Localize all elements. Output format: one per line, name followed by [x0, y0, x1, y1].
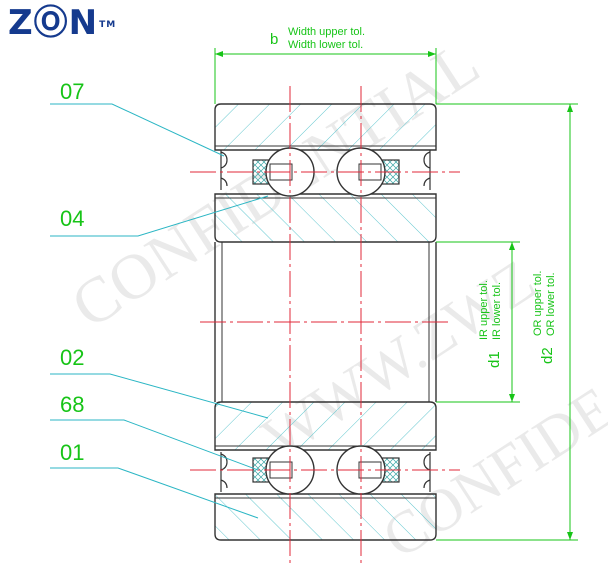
seals — [220, 150, 431, 492]
outer-ring-top — [214, 103, 437, 151]
part-label-68: 68 — [60, 392, 84, 417]
outer-ring-bottom — [214, 493, 437, 541]
leader-lines — [50, 103, 269, 519]
outer-diameter-dimension — [436, 103, 578, 541]
inner-lower-tol: IR lower tol. — [491, 282, 503, 340]
brand-logo: ZⓄNTM — [8, 4, 115, 42]
outer-lower-tol: OR lower tol. — [545, 272, 557, 336]
outer-diameter-symbol: d2 — [539, 347, 556, 364]
inner-ring-top — [214, 193, 437, 243]
inner-upper-tol: IR upper tol. — [478, 280, 490, 340]
centerlines — [190, 86, 460, 563]
inner-ring-bottom — [214, 401, 437, 451]
part-label-02: 02 — [60, 345, 84, 370]
outer-upper-tol: OR upper tol. — [532, 271, 544, 336]
width-lower-tol: Width lower tol. — [288, 39, 363, 51]
width-symbol: b — [270, 31, 278, 48]
inner-diameter-dimension — [436, 241, 520, 403]
width-upper-tol: Width upper tol. — [288, 26, 365, 38]
balls — [265, 147, 386, 495]
part-label-07: 07 — [60, 79, 84, 104]
trademark-mark: TM — [99, 20, 117, 30]
inner-diameter-symbol: d1 — [486, 351, 503, 368]
width-dimension — [214, 48, 437, 104]
part-label-01: 01 — [60, 440, 84, 465]
part-label-04: 04 — [60, 206, 84, 231]
brand-name: ZⓄN — [8, 3, 99, 43]
